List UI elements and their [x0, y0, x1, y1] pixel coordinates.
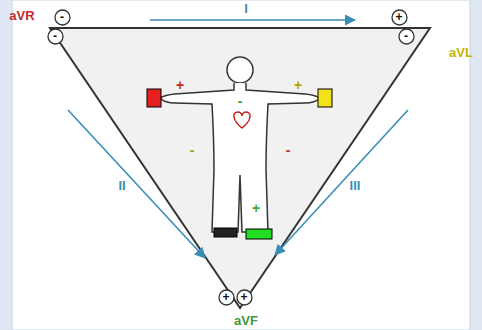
lead-label: aVL: [449, 46, 473, 59]
body-outline: [160, 83, 320, 232]
lead-label: aVF: [234, 314, 258, 327]
lead-label: -: [190, 143, 195, 157]
polarity-sign: -: [47, 28, 64, 43]
polarity-circle: +: [236, 289, 253, 306]
polarity-sign: -: [54, 9, 71, 24]
lead-label: -: [238, 94, 243, 108]
panel: [12, 0, 470, 330]
lead-arrow: [150, 19, 355, 21]
einthoven-triangle: [50, 28, 430, 308]
polarity-circle: -: [47, 28, 64, 45]
electrode: [246, 229, 272, 239]
polarity-circle: +: [391, 9, 408, 26]
lead-label: +: [294, 78, 302, 92]
circle-shape: [399, 29, 414, 44]
polarity-circle: -: [54, 9, 71, 26]
polarity-sign: -: [398, 28, 415, 43]
lead-arrow: [275, 110, 408, 255]
polarity-sign: +: [236, 289, 253, 304]
heart: [234, 112, 250, 128]
polarity-sign: +: [391, 9, 408, 24]
lead-label: +: [252, 201, 260, 215]
circle-shape: [237, 290, 252, 305]
polarity-circle: -: [398, 28, 415, 45]
lead-label: +: [176, 78, 184, 92]
circle-shape: [55, 10, 70, 25]
body-head: [227, 57, 253, 83]
lead-label: III: [350, 179, 361, 192]
electrode: [318, 89, 332, 107]
lead-label: II: [118, 179, 125, 192]
circle-shape: [392, 10, 407, 25]
lead-arrow: [68, 110, 205, 258]
polarity-circle: +: [218, 289, 235, 306]
circle-shape: [48, 29, 63, 44]
electrode: [214, 228, 237, 237]
polarity-sign: +: [218, 289, 235, 304]
electrode: [147, 89, 161, 107]
lead-label: -: [286, 143, 291, 157]
lead-label: I: [244, 2, 248, 15]
lead-label: aVR: [9, 9, 34, 22]
circle-shape: [219, 290, 234, 305]
